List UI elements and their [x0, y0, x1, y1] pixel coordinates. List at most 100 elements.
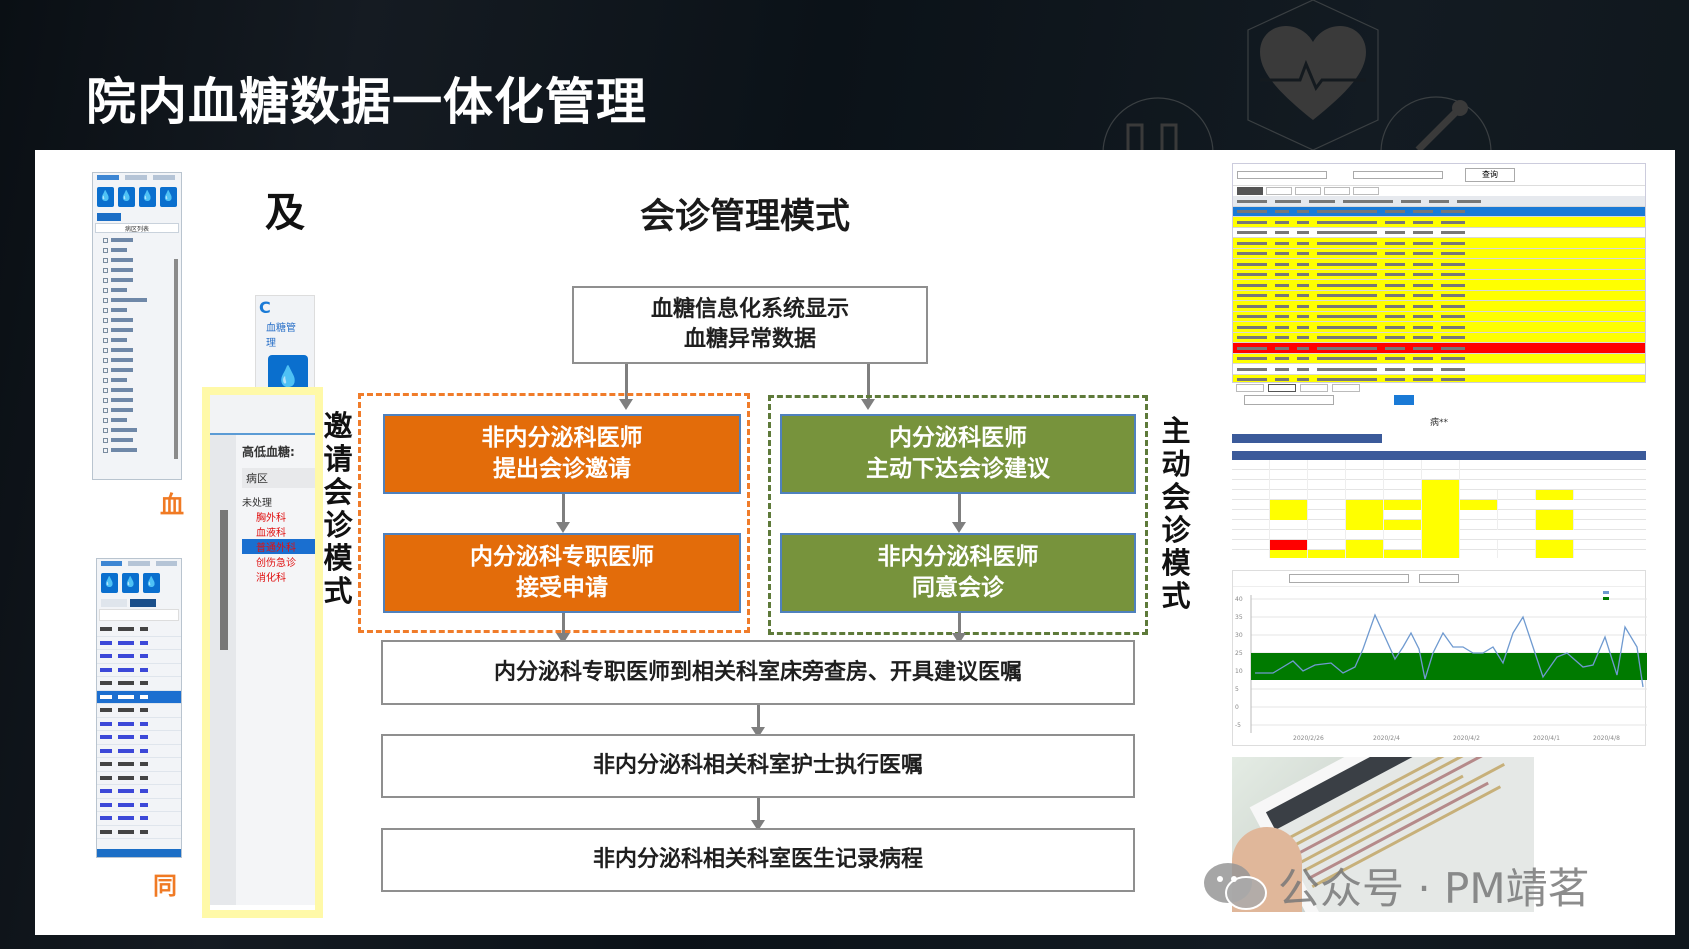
table-row[interactable] [1233, 364, 1645, 375]
chart-option-toggle[interactable] [1419, 574, 1459, 583]
table-row[interactable] [1233, 269, 1645, 280]
tree-header: 病区列表 [95, 223, 179, 233]
chart-type-select[interactable] [1289, 574, 1409, 583]
blood-drop-icon[interactable]: 💧 [97, 187, 114, 207]
tree-item[interactable]: 创伤急诊 [256, 558, 296, 569]
partial-label-blood: 血 [160, 491, 184, 519]
tablet-photo [1232, 757, 1534, 912]
svg-text:30: 30 [1235, 632, 1243, 639]
svg-text:2020/4/8: 2020/4/8 [1593, 735, 1620, 742]
tab-active[interactable] [1268, 384, 1296, 392]
start-date-input[interactable] [1237, 170, 1327, 179]
table-row[interactable] [1233, 217, 1645, 228]
tab[interactable] [1324, 187, 1350, 195]
arrow [556, 494, 570, 533]
wechat-icon [1204, 862, 1267, 910]
blood-drop-icon[interactable]: 💧 [122, 573, 139, 593]
table-row-selected[interactable] [1233, 206, 1645, 217]
table-row[interactable] [1233, 248, 1645, 259]
svg-text:2020/2/26: 2020/2/26 [1293, 735, 1324, 742]
report-table-header [1232, 451, 1646, 460]
svg-text:0: 0 [1235, 704, 1239, 711]
slide-title: 院内血糖数据一体化管理 [86, 73, 647, 131]
watermark: 公众号 · PM靖茗 [1200, 855, 1590, 916]
tab[interactable] [1353, 187, 1379, 195]
table-row[interactable] [1233, 311, 1645, 322]
report-type-select[interactable] [1244, 395, 1334, 405]
table-row-critical[interactable] [1233, 343, 1645, 354]
heart-pulse-icon [1247, 0, 1379, 150]
report-filter [1232, 393, 1646, 407]
report-row [1232, 470, 1646, 480]
active-mode-label: 主 动 会 诊 模 式 [1161, 414, 1191, 613]
tab[interactable] [1266, 187, 1292, 195]
chart-filter [1233, 571, 1645, 587]
tab[interactable] [1237, 187, 1263, 195]
blood-drop-icon[interactable]: 💧 [118, 187, 135, 207]
report-row [1232, 510, 1646, 520]
patient-grid[interactable] [97, 623, 181, 839]
status-bar [97, 849, 181, 857]
tab-today-warning[interactable] [101, 599, 127, 607]
table-row[interactable] [1233, 322, 1645, 333]
tab[interactable] [1332, 384, 1360, 392]
sub-tabs [101, 599, 177, 607]
report-row [1232, 520, 1646, 530]
table-row[interactable] [1233, 374, 1645, 382]
arrow [751, 705, 765, 738]
table-row[interactable] [1233, 238, 1645, 249]
step-agree-consultation: 非内分泌科医师 同意会诊 [780, 533, 1136, 613]
tab[interactable] [1300, 384, 1328, 392]
window-tabs [93, 173, 181, 183]
invite-mode-group [358, 393, 750, 633]
table-row[interactable] [1233, 301, 1645, 312]
end-date-input[interactable] [1353, 170, 1443, 179]
tab[interactable] [1295, 187, 1321, 195]
report-row [1232, 550, 1646, 558]
arrow [619, 364, 633, 410]
step-request-consultation: 非内分泌科医师 提出会诊邀请 [383, 414, 741, 494]
diagram-title: 会诊管理模式 [639, 197, 850, 237]
table-row[interactable] [1233, 280, 1645, 291]
svg-text:2020/4/2: 2020/4/2 [1453, 735, 1480, 742]
ward-filter[interactable] [99, 609, 179, 621]
blood-drop-icon[interactable]: 💧 [160, 187, 177, 207]
dropper-icon [1380, 96, 1492, 150]
tree-root-unprocessed[interactable]: 未处理 [242, 498, 272, 509]
ward-tree[interactable] [93, 235, 181, 455]
tree-item[interactable]: 血液科 [256, 528, 286, 539]
app-tab-glucose[interactable]: 血糖管理 [266, 323, 296, 349]
toolbar-icons: 💧 💧 💧 💧 [93, 183, 181, 211]
glucose-report: 病** [1232, 383, 1646, 558]
glucose-records-table[interactable]: 查询 [1232, 163, 1646, 383]
tab[interactable] [1236, 384, 1264, 392]
table-row[interactable] [1233, 332, 1645, 343]
report-row [1232, 530, 1646, 540]
tree-item-selected[interactable]: 普通外科 [242, 539, 315, 554]
ward-tab[interactable] [97, 213, 121, 221]
app-window-back: C 血糖管理 💧 [255, 295, 315, 405]
report-row [1232, 500, 1646, 510]
table-row[interactable] [1233, 228, 1645, 238]
blood-drop-icon[interactable]: 💧 [139, 187, 156, 207]
partial-heading: 及 [265, 190, 305, 236]
table-row[interactable] [1233, 290, 1645, 301]
svg-text:2020/4/1: 2020/4/1 [1533, 735, 1560, 742]
blood-drop-icon[interactable]: 💧 [268, 355, 308, 397]
toolbar-icons: 💧 💧 💧 [97, 569, 181, 597]
step-accept-request: 内分泌科专职医师 接受申请 [383, 533, 741, 613]
tree-item[interactable]: 胸外科 [256, 513, 286, 524]
tab-glucose-management[interactable] [130, 599, 156, 607]
query-button[interactable]: 查询 [1465, 167, 1515, 182]
side-scrollbar[interactable] [210, 435, 236, 905]
blood-drop-icon[interactable]: 💧 [143, 573, 160, 593]
scrollbar[interactable] [174, 259, 178, 459]
table-row[interactable] [1233, 353, 1645, 364]
arrow [751, 798, 765, 831]
table-row[interactable] [1233, 259, 1645, 270]
tree-item[interactable]: 消化科 [256, 573, 286, 584]
high-low-glucose-filter[interactable]: 高低血糖: [242, 445, 295, 459]
bed-select[interactable] [1394, 395, 1414, 405]
blood-drop-icon[interactable]: 💧 [101, 573, 118, 593]
arrow [952, 494, 966, 533]
